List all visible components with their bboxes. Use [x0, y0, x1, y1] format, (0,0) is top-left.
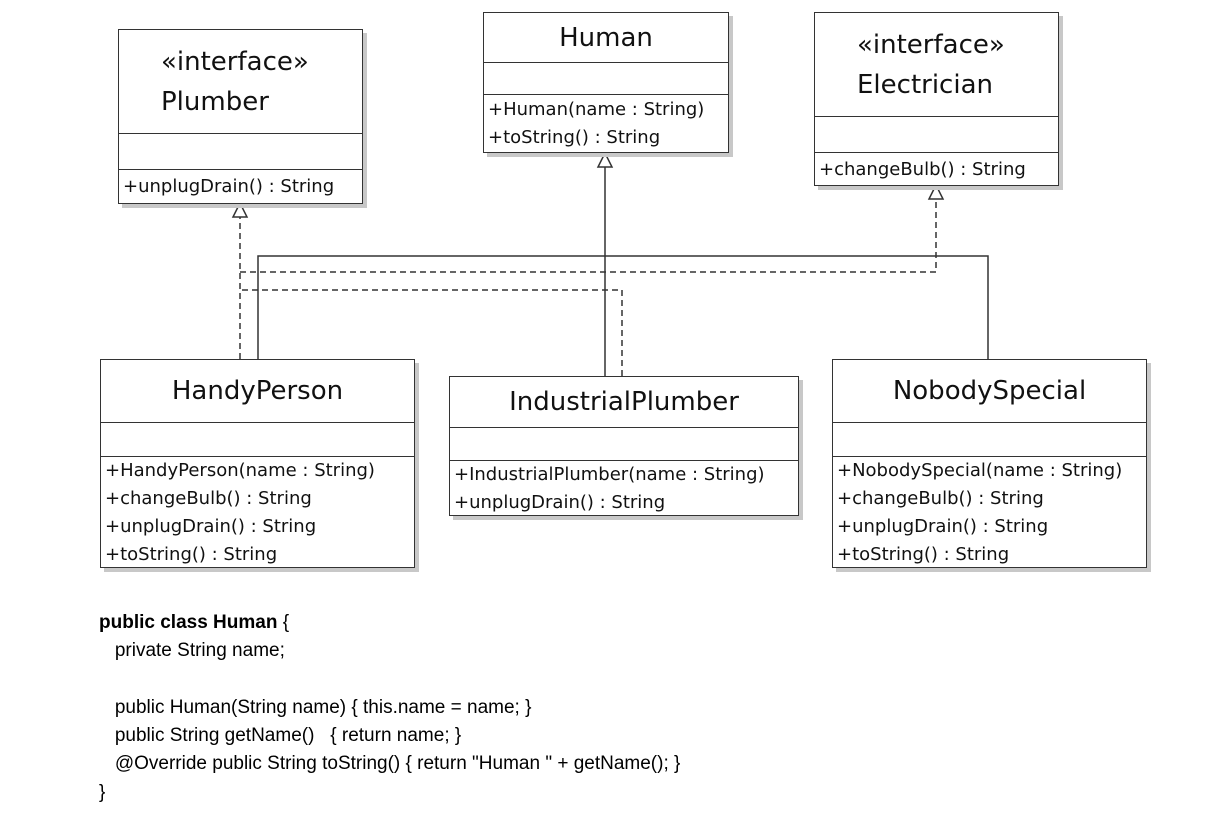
- code-text: {: [277, 612, 290, 633]
- attributes-section: [484, 63, 728, 95]
- class-name-section: IndustrialPlumber: [450, 377, 798, 428]
- stereotype-label: «interface»: [857, 29, 1005, 60]
- electrician-triangle-head: [927, 183, 945, 200]
- operation: +NobodySpecial(name : String): [837, 460, 1123, 481]
- code-listing: public class Human { private String name…: [99, 609, 680, 807]
- class-name-section: «interface» Plumber: [119, 30, 362, 134]
- plumber-triangle-head: [231, 201, 249, 218]
- operations-section: +Human(name : String) +toString() : Stri…: [484, 95, 728, 152]
- code-keyword: public class Human: [99, 612, 278, 633]
- class-name-section: «interface» Electrician: [815, 13, 1058, 117]
- stereotype-label: «interface»: [161, 46, 309, 77]
- class-plumber: «interface» Plumber +unplugDrain() : Str…: [118, 29, 363, 204]
- code-line: public class Human {: [99, 609, 680, 637]
- operation: +changeBulb() : String: [819, 159, 1026, 180]
- code-line: public String getName() { return name; }: [99, 725, 462, 747]
- generalization-handyperson-human: [257, 255, 605, 359]
- attributes-section: [833, 423, 1146, 457]
- operations-section: +IndustrialPlumber(name : String) +unplu…: [450, 461, 798, 517]
- operation: +changeBulb() : String: [837, 488, 1044, 509]
- operation: +unplugDrain() : String: [105, 516, 317, 537]
- code-line: private String name;: [99, 640, 285, 662]
- code-line: public Human(String name) { this.name = …: [99, 696, 532, 718]
- class-name-section: Human: [484, 13, 728, 63]
- class-name: IndustrialPlumber: [509, 387, 739, 417]
- realization-industrialplumber-plumber: [240, 289, 623, 376]
- operation: +unplugDrain() : String: [837, 516, 1049, 537]
- operation: +changeBulb() : String: [105, 488, 312, 509]
- attributes-section: [119, 134, 362, 170]
- generalization-nobodyspecial-human: [605, 255, 989, 359]
- class-human: Human +Human(name : String) +toString() …: [483, 12, 729, 153]
- operations-section: +changeBulb() : String: [815, 153, 1058, 184]
- code-line: @Override public String toString() { ret…: [99, 753, 681, 775]
- class-name-section: NobodySpecial: [833, 360, 1146, 423]
- operations-section: +NobodySpecial(name : String) +changeBul…: [833, 457, 1146, 569]
- operation: +HandyPerson(name : String): [105, 460, 375, 481]
- operations-section: +HandyPerson(name : String) +changeBulb(…: [101, 457, 414, 569]
- class-name: Human: [559, 22, 653, 53]
- code-line: [99, 666, 680, 694]
- attributes-section: [101, 423, 414, 457]
- class-industrialplumber: IndustrialPlumber +IndustrialPlumber(nam…: [449, 376, 799, 516]
- operation: +IndustrialPlumber(name : String): [454, 464, 765, 485]
- class-name: Plumber: [161, 86, 269, 117]
- operation: +toString() : String: [488, 127, 661, 148]
- code-line: }: [99, 781, 106, 803]
- operation: +Human(name : String): [488, 99, 705, 120]
- class-name-section: HandyPerson: [101, 360, 414, 423]
- realization-handyperson-electrician: [240, 199, 937, 273]
- human-triangle-head: [596, 151, 614, 168]
- operation: +unplugDrain() : String: [123, 176, 335, 197]
- operation: +unplugDrain() : String: [454, 492, 666, 513]
- attributes-section: [815, 117, 1058, 153]
- operation: +toString() : String: [837, 544, 1010, 565]
- attributes-section: [450, 428, 798, 461]
- class-name: Electrician: [857, 69, 993, 100]
- class-electrician: «interface» Electrician +changeBulb() : …: [814, 12, 1059, 186]
- operations-section: +unplugDrain() : String: [119, 170, 362, 201]
- uml-connectors: [231, 151, 989, 376]
- class-nobodyspecial: NobodySpecial +NobodySpecial(name : Stri…: [832, 359, 1147, 568]
- class-name: HandyPerson: [171, 376, 344, 406]
- operation: +toString() : String: [105, 544, 278, 565]
- class-name: NobodySpecial: [892, 376, 1087, 406]
- class-handyperson: HandyPerson +HandyPerson(name : String) …: [100, 359, 415, 568]
